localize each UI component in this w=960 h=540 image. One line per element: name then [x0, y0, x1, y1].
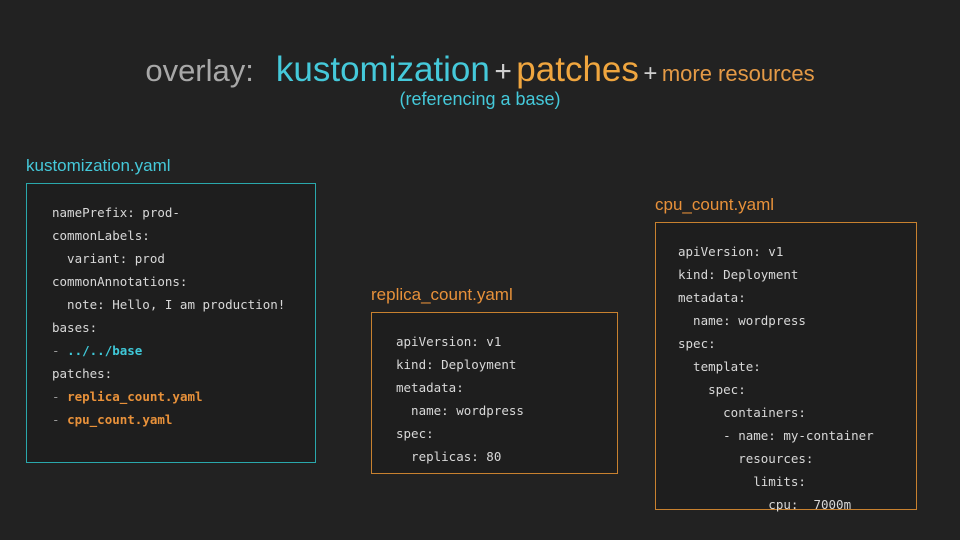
yaml-token: variant: prod	[52, 250, 165, 266]
yaml-code-line: name: wordpress	[396, 399, 617, 422]
yaml-token: kind: Deployment	[396, 356, 517, 372]
yaml-code-line: commonLabels:	[52, 224, 315, 247]
yaml-token: metadata:	[396, 379, 464, 395]
yaml-token: resources:	[678, 450, 814, 466]
yaml-token: -	[52, 388, 68, 404]
yaml-code-line: - name: my-container	[678, 424, 916, 447]
yaml-token: note: Hello, I am production!	[52, 296, 286, 312]
yaml-code-line: note: Hello, I am production!	[52, 293, 315, 316]
title-prefix: overlay:	[145, 53, 254, 88]
yaml-card-kustomization: kustomization.yaml namePrefix: prod-comm…	[26, 156, 316, 463]
yaml-code-line: variant: prod	[52, 247, 315, 270]
title-term-kustomization: kustomization	[275, 50, 490, 89]
yaml-token: metadata:	[678, 289, 746, 305]
title-plus-2: +	[643, 60, 658, 87]
title-plus-1: +	[494, 55, 512, 88]
yaml-token: cpu_count.yaml	[67, 411, 173, 427]
yaml-code-line: template:	[678, 355, 916, 378]
yaml-card-label: cpu_count.yaml	[655, 195, 775, 214]
yaml-code-line: patches:	[52, 362, 315, 385]
yaml-code-content: namePrefix: prod-commonLabels: variant: …	[52, 201, 315, 431]
yaml-token: replicas: 80	[396, 448, 502, 464]
yaml-card-replica-count: replica_count.yaml apiVersion: v1 kind: D…	[371, 285, 618, 474]
title-term-more-resources: more resources	[661, 61, 815, 86]
yaml-code-line: limits:	[678, 470, 916, 493]
yaml-card-label: replica_count.yaml	[371, 285, 513, 304]
slide-title: overlay: kustomization + patches + more r…	[0, 52, 960, 87]
yaml-code-line: - cpu_count.yaml	[52, 408, 315, 431]
yaml-token: containers:	[678, 404, 806, 420]
yaml-code-line: kind: Deployment	[396, 353, 617, 376]
yaml-token: commonAnnotations:	[52, 273, 188, 289]
yaml-code-line: replicas: 80	[396, 445, 617, 468]
yaml-code-line: metadata:	[396, 376, 617, 399]
yaml-token: spec:	[678, 381, 746, 397]
yaml-code-line: namePrefix: prod-	[52, 201, 315, 224]
yaml-code-line: apiVersion: v1	[678, 240, 916, 263]
subtitle-text: (referencing a base)	[399, 89, 561, 109]
yaml-token: apiVersion: v1	[396, 333, 502, 349]
yaml-token: namePrefix: prod-	[52, 204, 180, 220]
yaml-token: -	[52, 342, 68, 358]
yaml-code-line: bases:	[52, 316, 315, 339]
yaml-token: spec:	[396, 425, 434, 441]
title-term-patches: patches	[516, 50, 639, 89]
yaml-token: spec:	[678, 335, 716, 351]
yaml-token: - name: my-container	[678, 427, 874, 443]
yaml-token: template:	[678, 358, 761, 374]
yaml-code-line: commonAnnotations:	[52, 270, 315, 293]
yaml-code-box: namePrefix: prod-commonLabels: variant: …	[26, 182, 316, 463]
yaml-token: commonLabels:	[52, 227, 150, 243]
yaml-code-line: kind: Deployment	[678, 263, 916, 286]
yaml-token: cpu: 7000m	[678, 496, 852, 512]
yaml-card-cpu-count: cpu_count.yaml apiVersion: v1 kind: Deplo…	[655, 195, 917, 512]
yaml-token: bases:	[52, 319, 98, 335]
yaml-token: limits:	[678, 473, 806, 489]
yaml-code-line: spec:	[396, 422, 617, 445]
yaml-code-line: spec:	[678, 332, 916, 355]
yaml-card-label: kustomization.yaml	[26, 156, 171, 175]
yaml-code-line: containers:	[678, 401, 916, 424]
yaml-token: name: wordpress	[678, 312, 806, 328]
yaml-code-line: spec:	[678, 378, 916, 401]
yaml-code-line: apiVersion: v1	[396, 330, 617, 353]
yaml-token: kind: Deployment	[678, 266, 799, 282]
yaml-token: patches:	[52, 365, 113, 381]
yaml-code-line: resources:	[678, 447, 916, 470]
yaml-token: apiVersion: v1	[678, 243, 784, 259]
yaml-token: name: wordpress	[396, 402, 524, 418]
slide-subtitle: (referencing a base)	[0, 89, 960, 110]
yaml-token: ../../base	[67, 342, 143, 358]
yaml-code-line: - ../../base	[52, 339, 315, 362]
yaml-token: -	[52, 411, 68, 427]
yaml-code-line: name: wordpress	[678, 309, 916, 332]
yaml-token: replica_count.yaml	[67, 388, 203, 404]
yaml-code-line: - replica_count.yaml	[52, 385, 315, 408]
yaml-code-line: cpu: 7000m	[678, 493, 916, 516]
yaml-code-line: metadata:	[678, 286, 916, 309]
